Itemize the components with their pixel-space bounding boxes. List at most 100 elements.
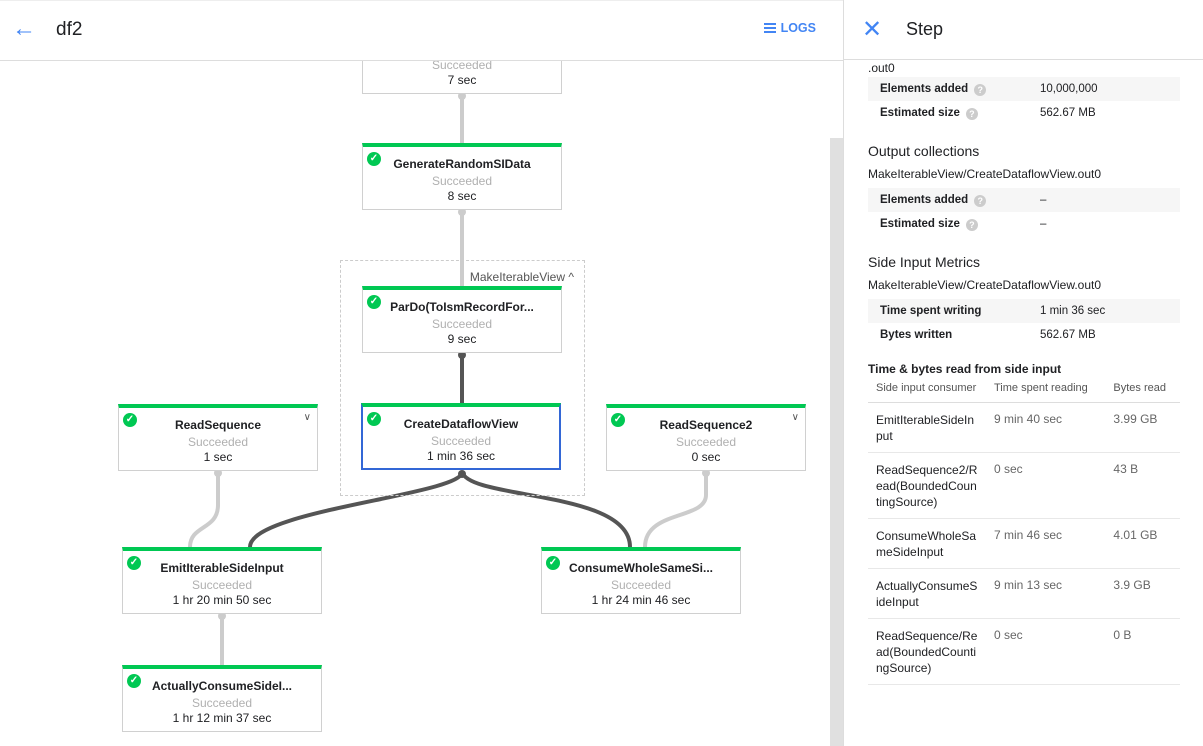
- node-name: ActuallyConsumeSideI...: [151, 679, 293, 693]
- table-cell: 3.9 GB: [1105, 568, 1180, 619]
- node-duration: 1 hr 20 min 50 sec: [172, 593, 272, 607]
- node-duration: 1 min 36 sec: [426, 449, 496, 463]
- table-cell: 9 min 13 sec: [986, 568, 1106, 619]
- help-icon[interactable]: ?: [974, 83, 987, 96]
- job-graph[interactable]: MakeIterableView ^ Succeeded 7 sec ✓ Genera…: [0, 0, 843, 746]
- help-icon[interactable]: ?: [974, 194, 987, 207]
- metric-label: Time spent writing: [880, 305, 982, 317]
- edge: [643, 471, 708, 548]
- node-status: Succeeded: [191, 578, 253, 592]
- metric-label: Estimated size?: [880, 107, 1040, 120]
- metric-value: –: [1040, 218, 1047, 230]
- node-name: ConsumeWholeSameSi...: [568, 561, 714, 575]
- table-cell: ActuallyConsumeSideInput: [868, 568, 986, 619]
- metric-row: Time spent writing 1 min 36 sec: [868, 299, 1180, 323]
- column-header: Time spent reading: [986, 380, 1106, 403]
- check-circle-icon: ✓: [367, 152, 381, 166]
- check-circle-icon: ✓: [123, 413, 137, 427]
- metric-row: Estimated size?562.67 MB: [868, 101, 1180, 125]
- node-name: GenerateRandomSIData: [393, 157, 531, 171]
- node-duration: 8 sec: [447, 189, 477, 203]
- column-header: Side input consumer: [868, 380, 986, 403]
- node-name: ReadSequence: [174, 418, 262, 432]
- table-cell: 9 min 40 sec: [986, 402, 1106, 453]
- logs-button[interactable]: LOGS: [763, 21, 816, 35]
- help-icon[interactable]: ?: [965, 107, 978, 120]
- metric-value: 10,000,000: [1040, 83, 1098, 95]
- close-icon[interactable]: ✕: [862, 16, 883, 43]
- node-duration: 7 sec: [447, 73, 477, 87]
- metric-label: Elements added?: [880, 194, 1040, 207]
- group-makeiterableview[interactable]: MakeIterableView ^: [340, 260, 585, 496]
- table-cell: ReadSequence/Read(BoundedCountingSource): [868, 618, 986, 685]
- check-circle-icon: ✓: [611, 413, 625, 427]
- table-cell: EmitIterableSideInput: [868, 402, 986, 453]
- table-cell: 3.99 GB: [1105, 402, 1180, 453]
- node-status: Succeeded: [187, 435, 249, 449]
- chevron-up-icon[interactable]: ^: [568, 270, 574, 284]
- table-cell: 0 sec: [986, 452, 1106, 519]
- back-arrow-icon[interactable]: ←: [12, 15, 36, 42]
- node-duration: 9 sec: [447, 332, 477, 346]
- check-circle-icon: ✓: [367, 295, 381, 309]
- metric-row: Elements added?10,000,000: [868, 77, 1180, 101]
- check-circle-icon: ✓: [127, 674, 141, 688]
- edge: [248, 471, 464, 548]
- header: ← df2 LOGS: [0, 0, 843, 61]
- node-duration: 1 hr 12 min 37 sec: [172, 711, 272, 725]
- chevron-down-icon[interactable]: ∨: [303, 412, 311, 423]
- side-heading: Side Input Metrics: [868, 254, 981, 270]
- edge: [188, 471, 220, 548]
- node-duration: 0 sec: [691, 450, 721, 464]
- table-row: ReadSequence2/Read(BoundedCountingSource…: [868, 452, 1180, 519]
- scrollbar[interactable]: [830, 138, 843, 746]
- table-cell: 0 sec: [986, 618, 1106, 685]
- help-icon[interactable]: ?: [965, 218, 978, 231]
- output-name: MakeIterableView/CreateDataflowView.out0: [868, 167, 1102, 181]
- metric-row: Elements added?–: [868, 188, 1180, 212]
- job-title: df2: [56, 19, 83, 40]
- group-label[interactable]: MakeIterableView ^: [469, 270, 574, 284]
- table-row: ReadSequence/Read(BoundedCountingSource)…: [868, 618, 1180, 685]
- node-name: CreateDataflowView: [403, 417, 519, 431]
- metric-value: 1 min 36 sec: [1040, 305, 1106, 317]
- cut-text: .out0: [868, 61, 895, 75]
- node-duration: 1 sec: [203, 450, 233, 464]
- metric-value: –: [1040, 194, 1047, 206]
- check-circle-icon: ✓: [546, 556, 560, 570]
- node-status: Succeeded: [610, 578, 672, 592]
- table-cell: 0 B: [1105, 618, 1180, 685]
- table-cell: ConsumeWholeSameSideInput: [868, 518, 986, 569]
- table-cell: 4.01 GB: [1105, 518, 1180, 569]
- node-name: EmitIterableSideInput: [160, 561, 284, 575]
- node-name: ReadSequence2: [659, 418, 753, 432]
- metric-row: Bytes written 562.67 MB: [868, 323, 1180, 347]
- metric-value: 562.67 MB: [1040, 329, 1096, 341]
- read-heading: Time & bytes read from side input: [868, 362, 1062, 376]
- output-metrics: Elements added?–Estimated size?–: [868, 188, 1180, 236]
- node-status: Succeeded: [431, 317, 493, 331]
- graph-edges: [188, 92, 710, 665]
- check-circle-icon: ✓: [367, 412, 381, 426]
- side-name: MakeIterableView/CreateDataflowView.out0: [868, 278, 1102, 292]
- table-cell: 43 B: [1105, 452, 1180, 519]
- metric-label: Bytes written: [880, 329, 953, 341]
- edge: [460, 470, 632, 548]
- chevron-down-icon[interactable]: ∨: [791, 412, 799, 423]
- node-status: Succeeded: [675, 435, 737, 449]
- node-status: Succeeded: [430, 434, 492, 448]
- metric-value: 562.67 MB: [1040, 107, 1096, 119]
- table-cell: ReadSequence2/Read(BoundedCountingSource…: [868, 452, 986, 519]
- graph-pane: MakeIterableView ^ Succeeded 7 sec ✓ Genera…: [0, 0, 843, 746]
